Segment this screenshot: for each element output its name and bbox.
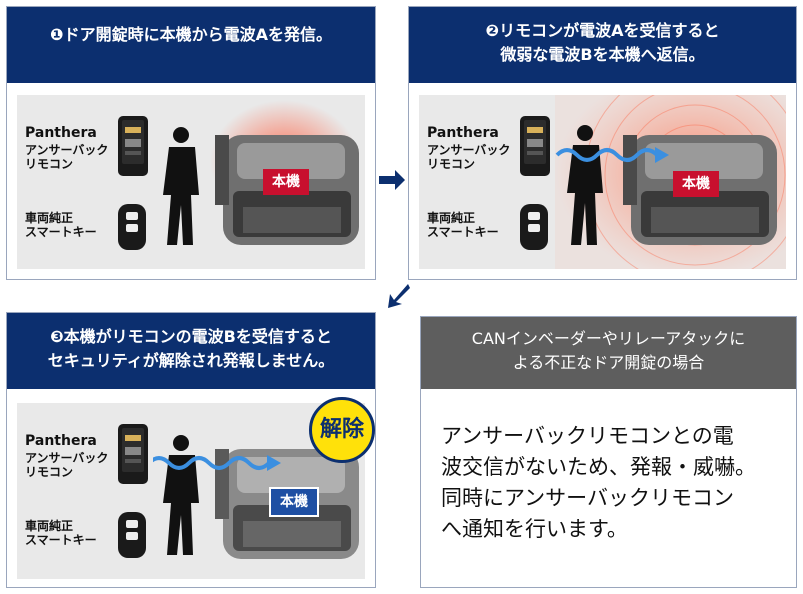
panel-3-title-line-2: セキュリティが解除され発報しません。	[47, 351, 335, 370]
panel-3-product-sub-label: アンサーバック リモコン	[25, 451, 109, 479]
panel-3-device-area: Panthera アンサーバック リモコン 車両純正 スマートキー	[17, 403, 153, 579]
panel-step-2: ❷リモコンが電波Aを受信すると 微弱な電波Bを本機へ返信。 Panthera ア…	[408, 6, 797, 280]
arrow-down-left-icon	[388, 284, 410, 308]
panel-3-product-label: Panthera	[25, 433, 97, 449]
panel-1-device-area: Panthera アンサーバック リモコン 車両純正 スマートキー	[17, 95, 153, 269]
panel-step-1: ❶ドア開錠時に本機から電波Aを発信。 Panthera アンサーバック リモコン…	[6, 6, 376, 280]
panel-3-header: ❸本機がリモコンの電波Bを受信すると セキュリティが解除され発報しません。	[7, 313, 375, 389]
panel-4-header: CANインベーダーやリレーアタックに よる不正なドア開錠の場合	[421, 317, 796, 389]
person-icon	[163, 435, 199, 555]
person-icon	[567, 125, 603, 245]
panel-1-product-label: Panthera	[25, 125, 97, 141]
panel-2-product-label: Panthera	[427, 125, 499, 141]
panel-4-body-line-2: 波交信がないため、発報・威嚇。	[441, 455, 756, 479]
panel-1-scene: Panthera アンサーバック リモコン 車両純正 スマートキー	[17, 95, 365, 269]
remote-icon	[118, 116, 148, 176]
panel-4-body-line-3: 同時にアンサーバックリモコン	[441, 486, 734, 510]
panel-4-body: アンサーバックリモコンとの電 波交信がないため、発報・威嚇。 同時にアンサーバッ…	[441, 421, 781, 545]
smart-key-icon	[118, 204, 146, 250]
panel-2-key-label: 車両純正 スマートキー	[427, 211, 499, 239]
car-icon	[215, 135, 359, 245]
panel-4-body-line-1: アンサーバックリモコンとの電	[441, 424, 734, 448]
panel-2-title-line-2: 微弱な電波Bを本機へ返信。	[500, 45, 705, 64]
arrow-right-icon	[379, 170, 405, 190]
panel-1-unit-badge: 本機	[263, 169, 309, 195]
car-scene	[153, 95, 365, 269]
panel-3-scene: Panthera アンサーバック リモコン 車両純正 スマートキー	[17, 403, 365, 579]
panel-2-title-line-1: ❷リモコンが電波Aを受信すると	[485, 21, 720, 40]
panel-2-device-area: Panthera アンサーバック リモコン 車両純正 スマートキー	[419, 95, 555, 269]
panel-2-scene: Panthera アンサーバック リモコン 車両純正 スマートキー	[419, 95, 786, 269]
panel-step-3: ❸本機がリモコンの電波Bを受信すると セキュリティが解除され発報しません。 Pa…	[6, 312, 376, 588]
panel-4-body-line-4: へ通知を行います。	[441, 517, 628, 541]
wave-icon	[153, 456, 271, 470]
release-badge: 解除	[309, 397, 375, 463]
remote-icon	[520, 116, 550, 176]
panel-can-invader: CANインベーダーやリレーアタックに よる不正なドア開錠の場合 アンサーバックリ…	[420, 316, 797, 588]
panel-2-unit-badge: 本機	[673, 171, 719, 197]
panel-3-key-label: 車両純正 スマートキー	[25, 519, 97, 547]
wave-icon	[555, 148, 659, 162]
smart-key-icon	[520, 204, 548, 250]
car-scene	[555, 95, 786, 269]
panel-2-product-sub-label: アンサーバック リモコン	[427, 143, 511, 171]
panel-2-header: ❷リモコンが電波Aを受信すると 微弱な電波Bを本機へ返信。	[409, 7, 796, 83]
panel-1-product-sub-label: アンサーバック リモコン	[25, 143, 109, 171]
smart-key-icon	[118, 512, 146, 558]
remote-icon	[118, 424, 148, 484]
panel-1-title-line-1: ❶ドア開錠時に本機から電波Aを発信。	[50, 25, 332, 44]
panel-3-unit-badge: 本機	[269, 487, 319, 517]
panel-4-title-line-2: よる不正なドア開錠の場合	[512, 353, 705, 372]
person-icon	[163, 127, 199, 245]
panel-1-header: ❶ドア開錠時に本機から電波Aを発信。	[7, 7, 375, 83]
panel-4-title-line-1: CANインベーダーやリレーアタックに	[471, 329, 746, 348]
panel-1-key-label: 車両純正 スマートキー	[25, 211, 97, 239]
panel-3-title-line-1: ❸本機がリモコンの電波Bを受信すると	[50, 327, 332, 346]
